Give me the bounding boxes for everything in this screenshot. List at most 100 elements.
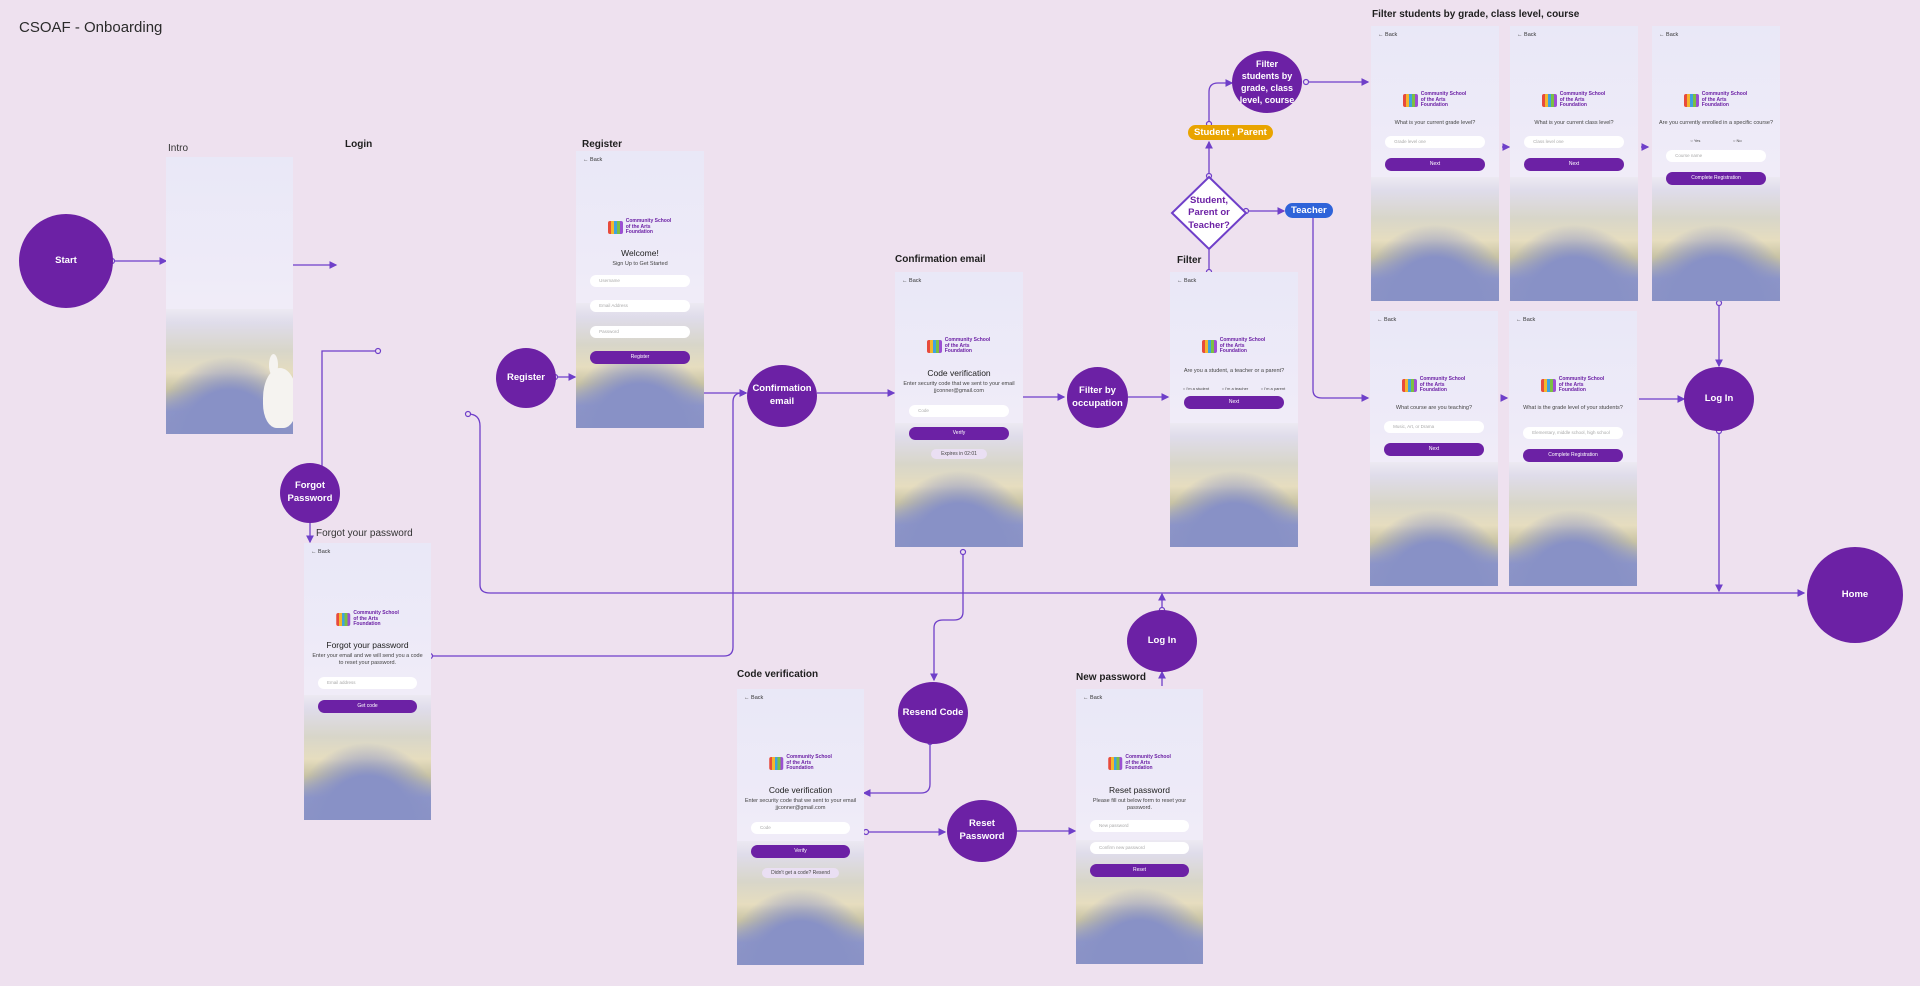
option-no[interactable]: No (1733, 138, 1741, 143)
back-link[interactable]: ← Back (1659, 32, 1679, 38)
screen-forgot-password: ← Back Community School of the Arts Foun… (304, 543, 431, 820)
screen-enrolled: ← Back Community School of the Arts Foun… (1652, 26, 1780, 301)
reset-text: Please fill out below form to reset your… (1092, 798, 1187, 812)
code-text: Enter security code that we sent to your… (744, 798, 857, 812)
node-resend-code[interactable]: Resend Code (898, 682, 968, 744)
school-logo: Community School of the Arts Foundation (1402, 376, 1466, 394)
school-logo: Community School of the Arts Foundation (1684, 91, 1748, 109)
school-logo: Community School of the Arts Foundation (1202, 337, 1266, 355)
teacher-grade-question: What is the grade level of your students… (1523, 405, 1623, 411)
username-field[interactable]: Username (590, 275, 690, 287)
back-link[interactable]: ← Back (902, 278, 922, 284)
next-button[interactable]: Next (1384, 443, 1484, 456)
confirm-password-field[interactable]: Confirm new password (1089, 842, 1190, 854)
complete-registration-button[interactable]: Complete Registration (1666, 172, 1766, 185)
edge-loginarea-home (467, 413, 1806, 597)
back-link[interactable]: ← Back (744, 695, 764, 701)
confirmation-text: Enter security code that we sent to your… (903, 381, 1015, 395)
branch-teacher: Teacher (1285, 203, 1333, 218)
edge-resend-codeverif (862, 742, 931, 797)
label-filter-students: Filter students by grade, class level, c… (1372, 9, 1580, 20)
screen-register: ← Back Community School of the Arts Foun… (576, 151, 704, 428)
next-button[interactable]: Next (1524, 158, 1624, 171)
screen-teaching-course: ← Back Community School of the Arts Foun… (1370, 311, 1498, 586)
back-link[interactable]: ← Back (583, 157, 603, 163)
label-intro: Intro (168, 143, 189, 154)
course-field[interactable]: Course name (1666, 150, 1766, 162)
node-home[interactable]: Home (1807, 547, 1903, 643)
next-button[interactable]: Next (1385, 158, 1485, 171)
board-title: CSOAF - Onboarding (19, 19, 163, 36)
school-logo: Community School of the Arts Foundation (1107, 754, 1172, 772)
screen-filter: ← Back Community School of the Arts Foun… (1170, 272, 1298, 547)
branch-student-parent: Student , Parent (1188, 125, 1273, 140)
node-filter-by-occupation[interactable]: Filter by occupation (1067, 367, 1128, 428)
school-logo: Community School of the Arts Foundation (1403, 91, 1467, 109)
teacher-grade-field[interactable]: Elementary, middle school, high school (1523, 427, 1623, 439)
back-link[interactable]: ← Back (1378, 32, 1398, 38)
decision-label: Student, Parent or Teacher? (1188, 195, 1230, 231)
node-forgot-password[interactable]: Forgot Password (280, 463, 340, 523)
screen-grade-level: ← Back Community School of the Arts Foun… (1371, 26, 1499, 301)
next-button[interactable]: Next (1184, 396, 1284, 409)
grade-question: What is your current grade level? (1394, 120, 1476, 126)
label-new-password: New password (1076, 672, 1147, 683)
reset-button[interactable]: Reset (1089, 864, 1190, 877)
filter-question: Are you a student, a teacher or a parent… (1183, 368, 1285, 374)
back-link[interactable]: ← Back (1517, 32, 1537, 38)
resend-chip[interactable]: Didn't get a code? Resend (762, 868, 839, 878)
get-code-button[interactable]: Get code (317, 700, 418, 713)
enrolled-options[interactable]: Yes No (1690, 138, 1742, 143)
node-confirmation-email[interactable]: Confirmation email (747, 365, 817, 427)
grade-field[interactable]: Grade level one (1385, 136, 1485, 148)
class-field[interactable]: Class level one (1524, 136, 1624, 148)
teaching-field[interactable]: Music, Art, or Drama (1384, 421, 1484, 433)
email-address-field[interactable]: Email address (317, 677, 418, 689)
back-link[interactable]: ← Back (1083, 695, 1103, 701)
screen-student-grade-level: ← Back Community School of the Arts Foun… (1509, 311, 1637, 586)
register-button[interactable]: Register (590, 351, 690, 364)
label-confirmation-email: Confirmation email (895, 254, 986, 265)
node-start[interactable]: Start (19, 214, 113, 308)
node-log-in-right[interactable]: Log In (1684, 367, 1754, 431)
code-field[interactable]: Code (909, 405, 1009, 417)
enrolled-question: Are you currently enrolled in a specific… (1658, 120, 1774, 126)
email-field[interactable]: Email Address (590, 300, 690, 312)
new-password-field[interactable]: New password (1089, 820, 1190, 832)
school-logo: Community School of the Arts Foundation (335, 610, 400, 628)
forgot-text: Enter your email and we will send you a … (312, 653, 423, 667)
node-filter-students[interactable]: Filter students by grade, class level, c… (1232, 51, 1302, 113)
password-field[interactable]: Password (590, 326, 690, 338)
node-log-in-center[interactable]: Log In (1127, 610, 1197, 672)
label-login: Login (345, 139, 373, 150)
label-filter: Filter (1177, 255, 1202, 266)
back-link[interactable]: ← Back (1377, 317, 1397, 323)
verify-button[interactable]: Verify (750, 845, 851, 858)
complete-registration-button[interactable]: Complete Registration (1523, 449, 1623, 462)
verify-button[interactable]: Verify (909, 427, 1009, 440)
back-link[interactable]: ← Back (311, 549, 331, 555)
option-yes[interactable]: Yes (1690, 138, 1701, 143)
node-register[interactable]: Register (496, 348, 556, 408)
back-link[interactable]: ← Back (1516, 317, 1536, 323)
screen-intro (166, 157, 293, 434)
decision-diamond (1170, 175, 1248, 251)
occupation-options[interactable]: I'm a student I'm a teacher I'm a parent (1183, 386, 1285, 391)
school-logo: Community School of the Arts Foundation (768, 754, 833, 772)
option-parent[interactable]: I'm a parent (1261, 386, 1285, 391)
edge-forgot-confirm (430, 389, 748, 657)
school-logo: Community School of the Arts Foundation (927, 337, 991, 355)
edge-login-forgot (321, 350, 378, 466)
code-field[interactable]: Code (750, 822, 851, 834)
node-reset-password[interactable]: Reset Password (947, 800, 1017, 862)
screen-code-verification: ← Back Community School of the Arts Foun… (737, 689, 864, 965)
screen-new-password: ← Back Community School of the Arts Foun… (1076, 689, 1203, 964)
option-teacher[interactable]: I'm a teacher (1222, 386, 1248, 391)
expires-chip: Expires in 02:01 (930, 449, 988, 459)
back-link[interactable]: ← Back (1177, 278, 1197, 284)
edge-sp-filterstudents (1208, 79, 1234, 124)
option-student[interactable]: I'm a student (1183, 386, 1209, 391)
forgot-title: Forgot your password (326, 640, 409, 650)
screen-confirmation-email: ← Back Community School of the Arts Foun… (895, 272, 1023, 547)
